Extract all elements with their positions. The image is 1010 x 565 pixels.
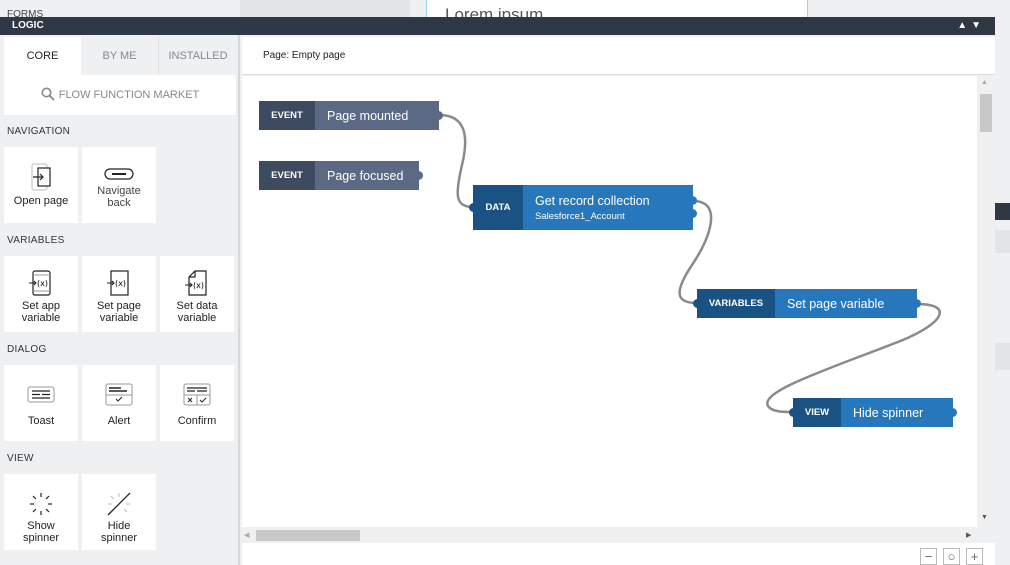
output-port[interactable]: [434, 111, 443, 120]
flow-node-set-page-variable[interactable]: VARIABLES Set page variable: [693, 289, 921, 318]
zoom-in-button[interactable]: +: [966, 548, 983, 565]
tile-label: Set data variable: [176, 300, 218, 324]
tab-installed[interactable]: INSTALLED: [160, 37, 236, 75]
alert-icon: [105, 383, 133, 406]
output-port[interactable]: [912, 299, 921, 308]
tile-label: Confirm: [177, 415, 217, 427]
scroll-left-arrow[interactable]: ◀: [244, 532, 250, 539]
output-port[interactable]: [688, 196, 697, 205]
flow-node-hide-spinner[interactable]: VIEW Hide spinner: [789, 398, 957, 427]
scroll-up-arrow[interactable]: ▲: [981, 79, 988, 86]
search-icon: [41, 87, 55, 101]
output-port[interactable]: [688, 209, 697, 218]
input-port[interactable]: [789, 408, 798, 417]
node-type-tag: VIEW: [793, 398, 841, 427]
page-label: Page: Empty page: [263, 50, 346, 61]
tile-label: Toast: [27, 415, 55, 427]
tile-label: Alert: [107, 415, 131, 427]
connection-line: [678, 199, 713, 305]
output-port[interactable]: [948, 408, 957, 417]
horizontal-scroll-thumb[interactable]: [256, 530, 360, 541]
svg-text:(x): (x): [193, 281, 204, 290]
input-port[interactable]: [469, 203, 478, 212]
tile-set-page-variable[interactable]: (x) Set page variable: [82, 256, 156, 332]
scroll-down-arrow[interactable]: ▼: [981, 514, 988, 521]
connection-line: [766, 302, 941, 414]
connection-line: [438, 113, 474, 209]
node-subtitle: Salesforce1_Account: [535, 210, 625, 222]
function-sidebar: CORE BY ME INSTALLED FLOW FUNCTION MARKE…: [0, 35, 240, 565]
market-label: FLOW FUNCTION MARKET: [58, 89, 200, 101]
section-title: VARIABLES: [7, 235, 65, 246]
output-port[interactable]: [414, 171, 423, 180]
navigate-back-icon: [104, 168, 134, 180]
right-panel: [995, 0, 1010, 565]
node-type-tag: VARIABLES: [697, 289, 775, 318]
svg-text:(x): (x): [37, 279, 48, 288]
horizontal-scrollbar[interactable]: [242, 527, 977, 543]
node-label: Page mounted: [315, 101, 439, 130]
collapse-expand-arrows[interactable]: ▲▼: [957, 20, 985, 31]
canvas-footer: [242, 543, 995, 565]
set-data-variable-icon: (x): [185, 270, 207, 296]
tile-toast[interactable]: Toast: [4, 365, 78, 441]
tile-label: Open page: [13, 195, 69, 207]
node-title: Hide spinner: [853, 405, 924, 420]
tile-open-page[interactable]: Open page: [4, 147, 78, 223]
flow-node-page-focused[interactable]: EVENT Page focused: [259, 161, 423, 190]
toast-icon: [27, 386, 55, 403]
section-title: NAVIGATION: [7, 126, 71, 137]
node-type-tag: DATA: [473, 185, 523, 230]
tile-label: Show spinner: [22, 520, 60, 544]
node-type-tag: EVENT: [259, 161, 315, 190]
tab-core[interactable]: CORE: [4, 37, 81, 75]
vertical-scrollbar[interactable]: [977, 76, 995, 527]
show-spinner-icon: [30, 493, 52, 515]
node-title: Set page variable: [787, 296, 885, 311]
tile-confirm[interactable]: Confirm: [160, 365, 234, 441]
section-title: DIALOG: [7, 344, 47, 355]
tile-set-data-variable[interactable]: (x) Set data variable: [160, 256, 234, 332]
tile-alert[interactable]: Alert: [82, 365, 156, 441]
set-app-variable-icon: (x): [29, 270, 51, 296]
open-page-icon: [31, 163, 51, 191]
background-area: [240, 0, 410, 17]
scroll-right-arrow[interactable]: ▶: [966, 532, 972, 539]
set-page-variable-icon: (x): [107, 270, 129, 296]
forms-section-label: FORMS: [7, 9, 44, 17]
tile-label: Set app variable: [21, 300, 61, 324]
panel-title: LOGIC: [12, 20, 44, 31]
svg-text:(x): (x): [115, 279, 126, 288]
lorem-text: Lorem ipsum: [426, 0, 808, 17]
logic-panel-header: LOGIC ▲▼: [0, 17, 995, 35]
zoom-out-button[interactable]: −: [920, 548, 937, 565]
flow-function-market-button[interactable]: FLOW FUNCTION MARKET: [4, 75, 236, 115]
section-title: VIEW: [7, 453, 34, 464]
tile-navigate-back[interactable]: Navigate back: [82, 147, 156, 223]
tile-label: Hide spinner: [100, 520, 138, 544]
input-port[interactable]: [693, 299, 702, 308]
node-title: Page focused: [327, 168, 404, 183]
node-title: Get record collection: [535, 193, 650, 208]
tile-hide-spinner[interactable]: Hide spinner: [82, 474, 156, 550]
right-panel-header: [995, 203, 1010, 220]
zoom-reset-button[interactable]: ○: [943, 548, 960, 565]
right-panel-row: [995, 343, 1010, 370]
hide-spinner-icon: [107, 492, 131, 516]
node-type-tag: EVENT: [259, 101, 315, 130]
vertical-scroll-thumb[interactable]: [980, 94, 992, 132]
confirm-icon: [183, 383, 211, 406]
node-title: Page mounted: [327, 108, 409, 123]
canvas-header: Page: Empty page: [242, 37, 995, 75]
flow-node-page-mounted[interactable]: EVENT Page mounted: [259, 101, 443, 130]
tile-label: Navigate back: [97, 185, 141, 209]
tile-show-spinner[interactable]: Show spinner: [4, 474, 78, 550]
right-panel-row: [995, 230, 1010, 253]
tile-set-app-variable[interactable]: (x) Set app variable: [4, 256, 78, 332]
tab-by-me[interactable]: BY ME: [81, 37, 159, 75]
tile-label: Set page variable: [96, 300, 142, 324]
